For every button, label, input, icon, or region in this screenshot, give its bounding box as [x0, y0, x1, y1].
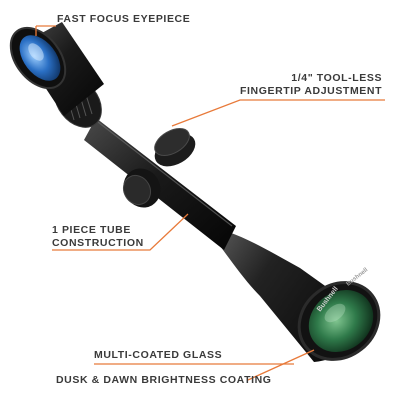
main-tube — [84, 118, 236, 250]
callout-glass-line-1: MULTI-COATED GLASS — [94, 349, 223, 361]
callout-coating-line-1: DUSK & DAWN BRIGHTNESS COATING — [56, 374, 272, 386]
callout-adjustment-line-2: FINGERTIP ADJUSTMENT — [240, 85, 383, 97]
callout-tube-line-2: CONSTRUCTION — [52, 237, 144, 249]
callout-eyepiece: FAST FOCUS EYEPIECE — [57, 13, 190, 26]
elevation-turret — [154, 128, 196, 167]
callout-eyepiece-line-1: FAST FOCUS EYEPIECE — [57, 13, 191, 25]
callout-tube: 1 PIECE TUBE CONSTRUCTION — [52, 224, 144, 250]
callout-glass: MULTI-COATED GLASS — [94, 349, 222, 362]
eyepiece — [9, 22, 104, 116]
leader-adjustment — [171, 99, 385, 127]
callout-leaders — [35, 25, 385, 381]
callout-adjustment-line-1: 1/4" TOOL-LESS — [291, 72, 383, 84]
leader-tube — [52, 213, 189, 251]
objective-bell — [220, 232, 381, 362]
leader-coating — [247, 349, 315, 381]
callout-coating: DUSK & DAWN BRIGHTNESS COATING — [56, 374, 272, 387]
callout-adjustment: 1/4" TOOL-LESS FINGERTIP ADJUSTMENT — [240, 72, 382, 98]
callout-tube-line-1: 1 PIECE TUBE — [52, 224, 131, 236]
windage-turret — [122, 168, 161, 208]
